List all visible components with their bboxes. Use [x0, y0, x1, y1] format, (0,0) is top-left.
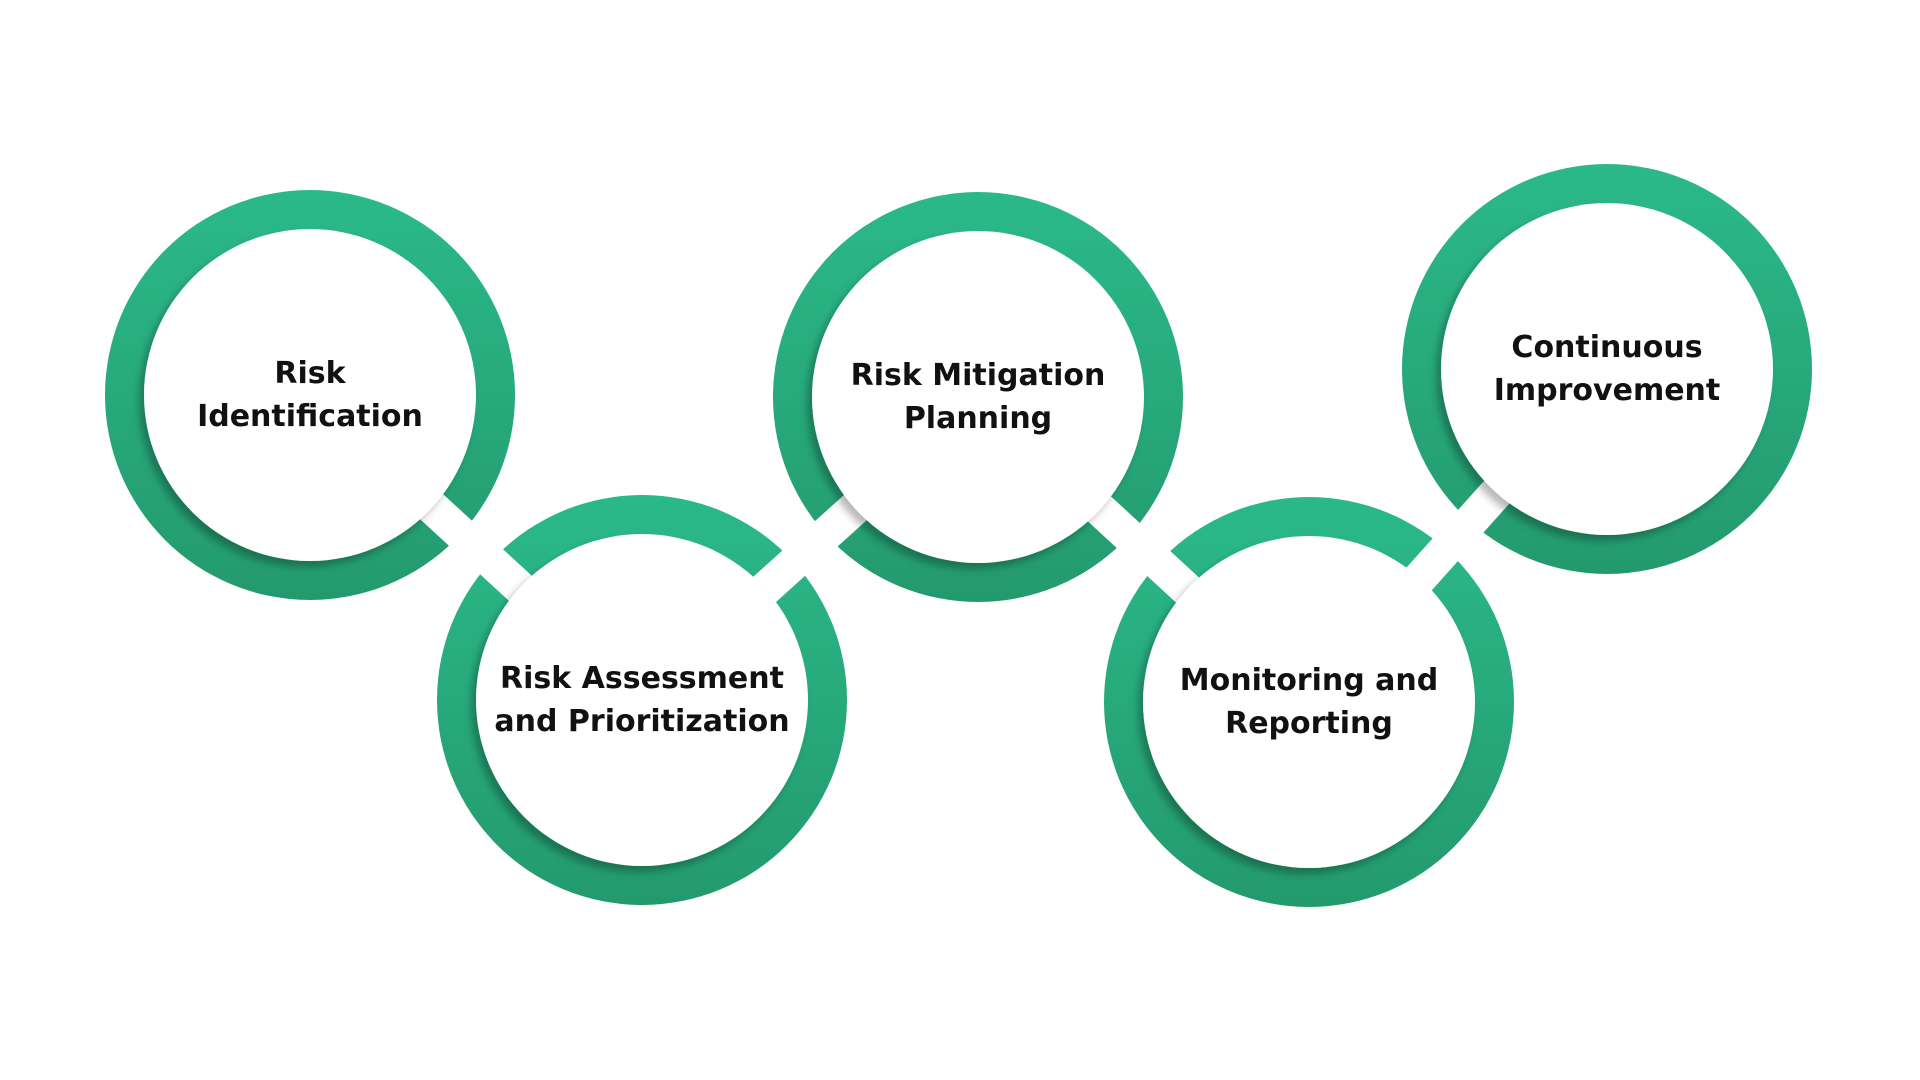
inner-circle-risk-identification [144, 229, 476, 561]
step-continuous-improvement-label: Continuous Improvement [1457, 326, 1757, 412]
step-line: Risk [274, 356, 346, 391]
step-line: Monitoring and [1179, 663, 1439, 698]
step-monitoring-label: Monitoring and Reporting [1159, 659, 1459, 745]
step-risk-identification-label: Risk Identification [160, 352, 460, 438]
inner-circle-risk-mitigation-planning [812, 231, 1144, 563]
step-line: Risk Mitigation [850, 358, 1106, 393]
step-risk-mitigation-label: Risk Mitigation Planning [828, 354, 1128, 440]
step-line: Risk Assessment [500, 661, 784, 696]
inner-circle-monitoring-and-reporting [1143, 536, 1475, 868]
step-line: Planning [903, 401, 1053, 436]
step-line: and Prioritization [494, 704, 790, 739]
step-line: Improvement [1493, 373, 1721, 408]
step-line: Reporting [1225, 706, 1393, 741]
inner-circle-continuous-improvement [1441, 203, 1773, 535]
inner-circle-risk-assessment-and-prioritization [476, 534, 808, 866]
step-line: Continuous [1511, 330, 1703, 365]
step-risk-assessment-label: Risk Assessment and Prioritization [492, 657, 792, 743]
step-line: Identification [197, 399, 423, 434]
inner-circles-layer [144, 203, 1773, 868]
